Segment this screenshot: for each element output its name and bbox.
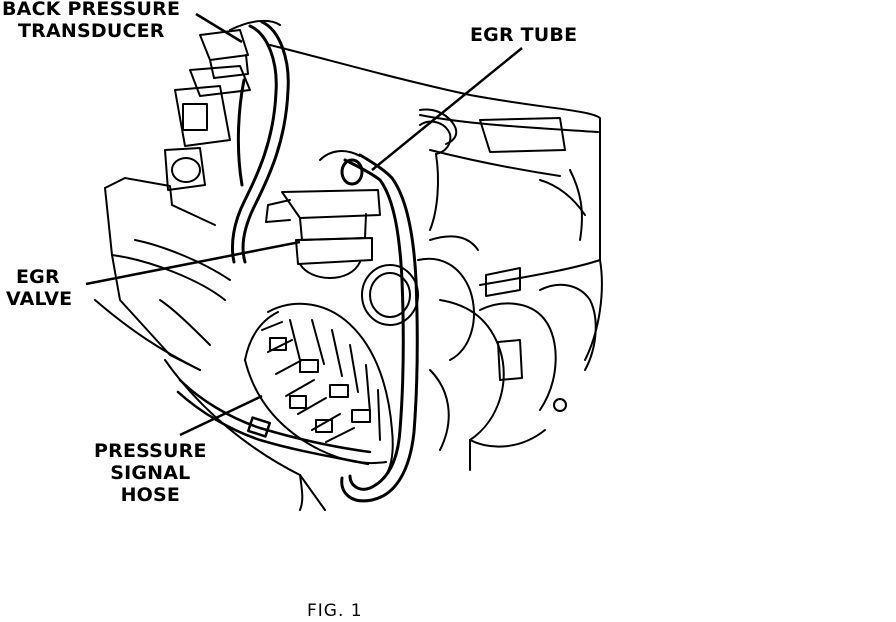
label-line: SIGNAL [110, 462, 191, 484]
transducer-assembly [164, 19, 281, 191]
lower-body [164, 259, 603, 511]
label-egr-tube: EGR TUBE [470, 24, 577, 46]
label-line: VALVE [6, 288, 73, 310]
intake-manifold [269, 44, 601, 297]
transducer-hoses [230, 20, 290, 264]
egr-valve-body [265, 150, 381, 279]
label-egr-valve: EGR VALVE [6, 266, 72, 310]
left-housing [94, 177, 231, 371]
leader-back-pressure-transducer [195, 12, 243, 44]
leader-pressure-signal-hose [179, 394, 263, 437]
pressure-signal-hose-drawing [176, 378, 372, 466]
leader-lines [85, 12, 523, 437]
leader-egr-tube [371, 47, 523, 171]
label-line: EGR TUBE [470, 24, 578, 46]
label-pressure-signal-hose: PRESSURE SIGNAL HOSE [94, 440, 207, 506]
label-back-pressure-transducer: BACK PRESSURE TRANSDUCER [2, 0, 180, 42]
label-line: EGR [16, 266, 60, 288]
intake-elbow [244, 302, 394, 476]
label-line: HOSE [120, 484, 181, 506]
label-line: BACK PRESSURE [2, 0, 181, 20]
egr-tube-drawing [340, 153, 419, 503]
figure-caption: FIG. 1 [307, 601, 363, 621]
leader-egr-valve [85, 240, 301, 286]
turbo-housing [361, 235, 597, 451]
label-line: PRESSURE [94, 440, 207, 462]
label-line: TRANSDUCER [18, 20, 165, 42]
tube-flange [419, 120, 452, 231]
